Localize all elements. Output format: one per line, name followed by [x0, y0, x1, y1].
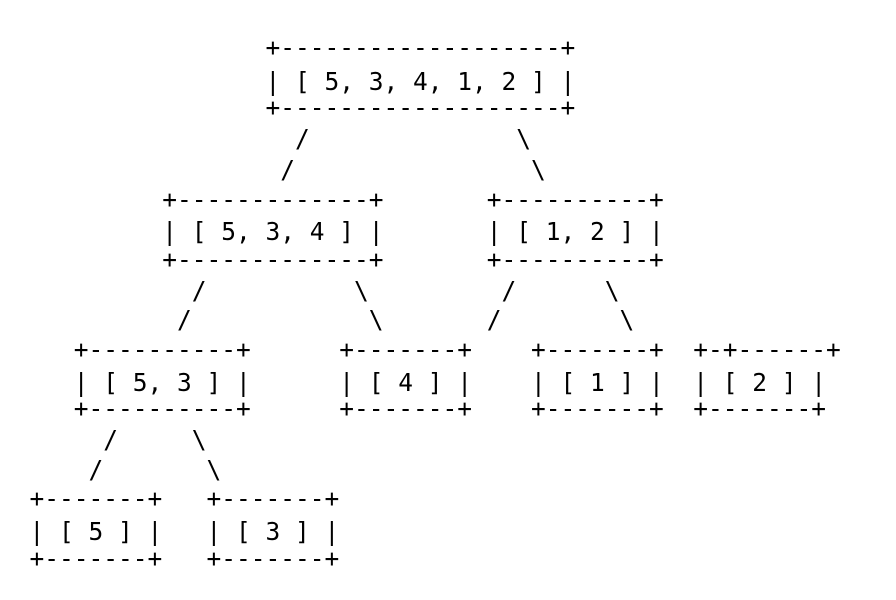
root-edges-upper: / \	[0, 124, 532, 153]
level2-edges-lower: / \	[0, 455, 222, 484]
level3-nodes-top-border: +-------+ +-------+	[0, 484, 340, 513]
level1-edges-upper: / \ / \	[0, 276, 620, 305]
level1-nodes-top-border: +-------------+ +----------+	[0, 185, 664, 214]
level1-edges-lower: / \ / \	[0, 305, 635, 334]
root-node-bottom-border: +-------------------+	[0, 93, 576, 122]
root-node-label: | [ 5, 3, 4, 1, 2 ] |	[0, 67, 576, 96]
root-edges-lower: / \	[0, 155, 546, 184]
level1-nodes-label: | [ 5, 3, 4 ] | | [ 1, 2 ] |	[0, 217, 664, 246]
level2-nodes-label: | [ 5, 3 ] | | [ 4 ] | | [ 1 ] | | [ 2 ]…	[0, 368, 827, 397]
level3-nodes-bottom-border: +-------+ +-------+	[0, 544, 340, 573]
root-node-top-border: +-------------------+	[0, 33, 576, 62]
level2-edges-upper: / \	[0, 425, 207, 454]
level2-nodes-bottom-border: +----------+ +-------+ +-------+ +------…	[0, 394, 827, 423]
level3-nodes-label: | [ 5 ] | | [ 3 ] |	[0, 517, 340, 546]
level1-nodes-bottom-border: +-------------+ +----------+	[0, 245, 664, 274]
level2-nodes-top-border: +----------+ +-------+ +-------+ +-+----…	[0, 335, 841, 364]
